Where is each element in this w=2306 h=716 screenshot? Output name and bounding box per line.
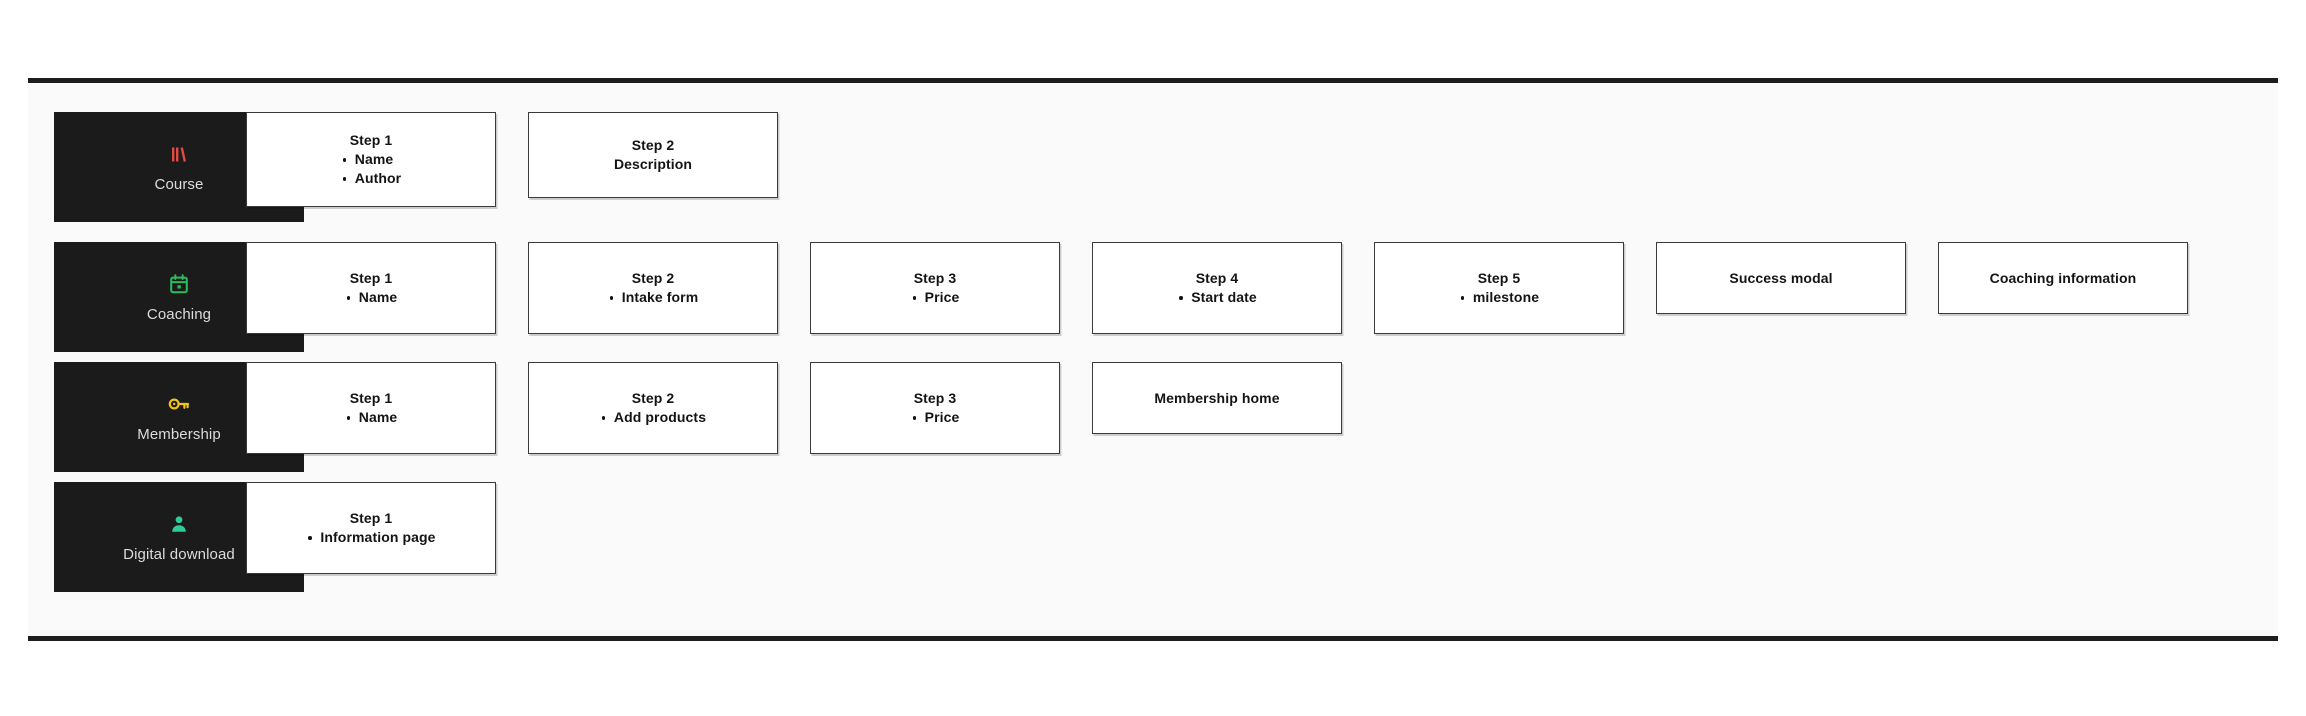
key-icon — [167, 391, 191, 417]
card-title: Membership home — [1154, 389, 1280, 406]
card-bullet-item: Price — [911, 408, 960, 427]
card-title: Step 2 — [631, 270, 675, 286]
card-membership-step-2[interactable]: Step 2 Add products — [528, 362, 778, 454]
card-bullet-list: Name — [345, 408, 398, 427]
card-bullet-item: Add products — [600, 408, 706, 427]
card-title: Step 1 — [349, 390, 393, 406]
card-bullet-item: milestone — [1459, 288, 1539, 307]
card-title: Success modal — [1729, 269, 1833, 286]
card-coaching-information[interactable]: Coaching information — [1938, 242, 2188, 314]
card-coaching-step-2[interactable]: Step 2 Intake form — [528, 242, 778, 334]
card-coaching-success-modal[interactable]: Success modal — [1656, 242, 1906, 314]
calendar-icon — [168, 271, 190, 297]
flow-row: Digital download Step 1 Information page — [28, 482, 2278, 592]
card-title: Step 1 — [349, 510, 393, 526]
card-course-step-2[interactable]: Step 2 Description — [528, 112, 778, 198]
card-bullet-list: Price — [911, 288, 960, 307]
card-bullet-item: Name — [345, 288, 398, 307]
card-bullet-list: Name — [345, 288, 398, 307]
card-title: Step 1 — [349, 270, 393, 286]
card-bullet-item: Start date — [1177, 288, 1257, 307]
category-label: Coaching — [146, 305, 212, 323]
card-bullet-item: Intake form — [608, 288, 699, 307]
category-label: Course — [154, 175, 204, 193]
card-title: Coaching information — [1989, 269, 2137, 286]
category-label: Membership — [137, 425, 221, 443]
books-icon — [167, 141, 191, 167]
card-bullet-list: Add products — [600, 408, 706, 427]
card-digital-download-step-1[interactable]: Step 1 Information page — [246, 482, 496, 574]
card-coaching-step-5[interactable]: Step 5 milestone — [1374, 242, 1624, 334]
card-bullet-list: milestone — [1459, 288, 1539, 307]
card-bullet-list: Information page — [306, 528, 435, 547]
card-bullet-item: Name — [341, 150, 401, 169]
card-title: Step 5 — [1477, 270, 1521, 286]
card-bullet-list: Price — [911, 408, 960, 427]
category-label: Digital download — [123, 545, 235, 563]
card-bullet-list: Intake form — [608, 288, 699, 307]
card-membership-step-1[interactable]: Step 1 Name — [246, 362, 496, 454]
card-title: Step 3 — [913, 270, 957, 286]
person-icon — [168, 511, 190, 537]
card-bullet-item: Name — [345, 408, 398, 427]
card-coaching-step-3[interactable]: Step 3 Price — [810, 242, 1060, 334]
card-membership-home[interactable]: Membership home — [1092, 362, 1342, 434]
card-title: Step 2 — [631, 390, 675, 406]
card-coaching-step-1[interactable]: Step 1 Name — [246, 242, 496, 334]
card-subtitle: Description — [613, 156, 693, 172]
card-title: Step 2 — [631, 137, 675, 153]
card-membership-step-3[interactable]: Step 3 Price — [810, 362, 1060, 454]
card-title: Step 3 — [913, 390, 957, 406]
card-title: Step 1 — [349, 132, 393, 148]
card-bullet-item: Author — [341, 169, 401, 188]
card-title: Step 4 — [1195, 270, 1239, 286]
card-coaching-step-4[interactable]: Step 4 Start date — [1092, 242, 1342, 334]
card-bullet-list: Start date — [1177, 288, 1257, 307]
card-bullet-item: Price — [911, 288, 960, 307]
card-bullet-item: Information page — [306, 528, 435, 547]
